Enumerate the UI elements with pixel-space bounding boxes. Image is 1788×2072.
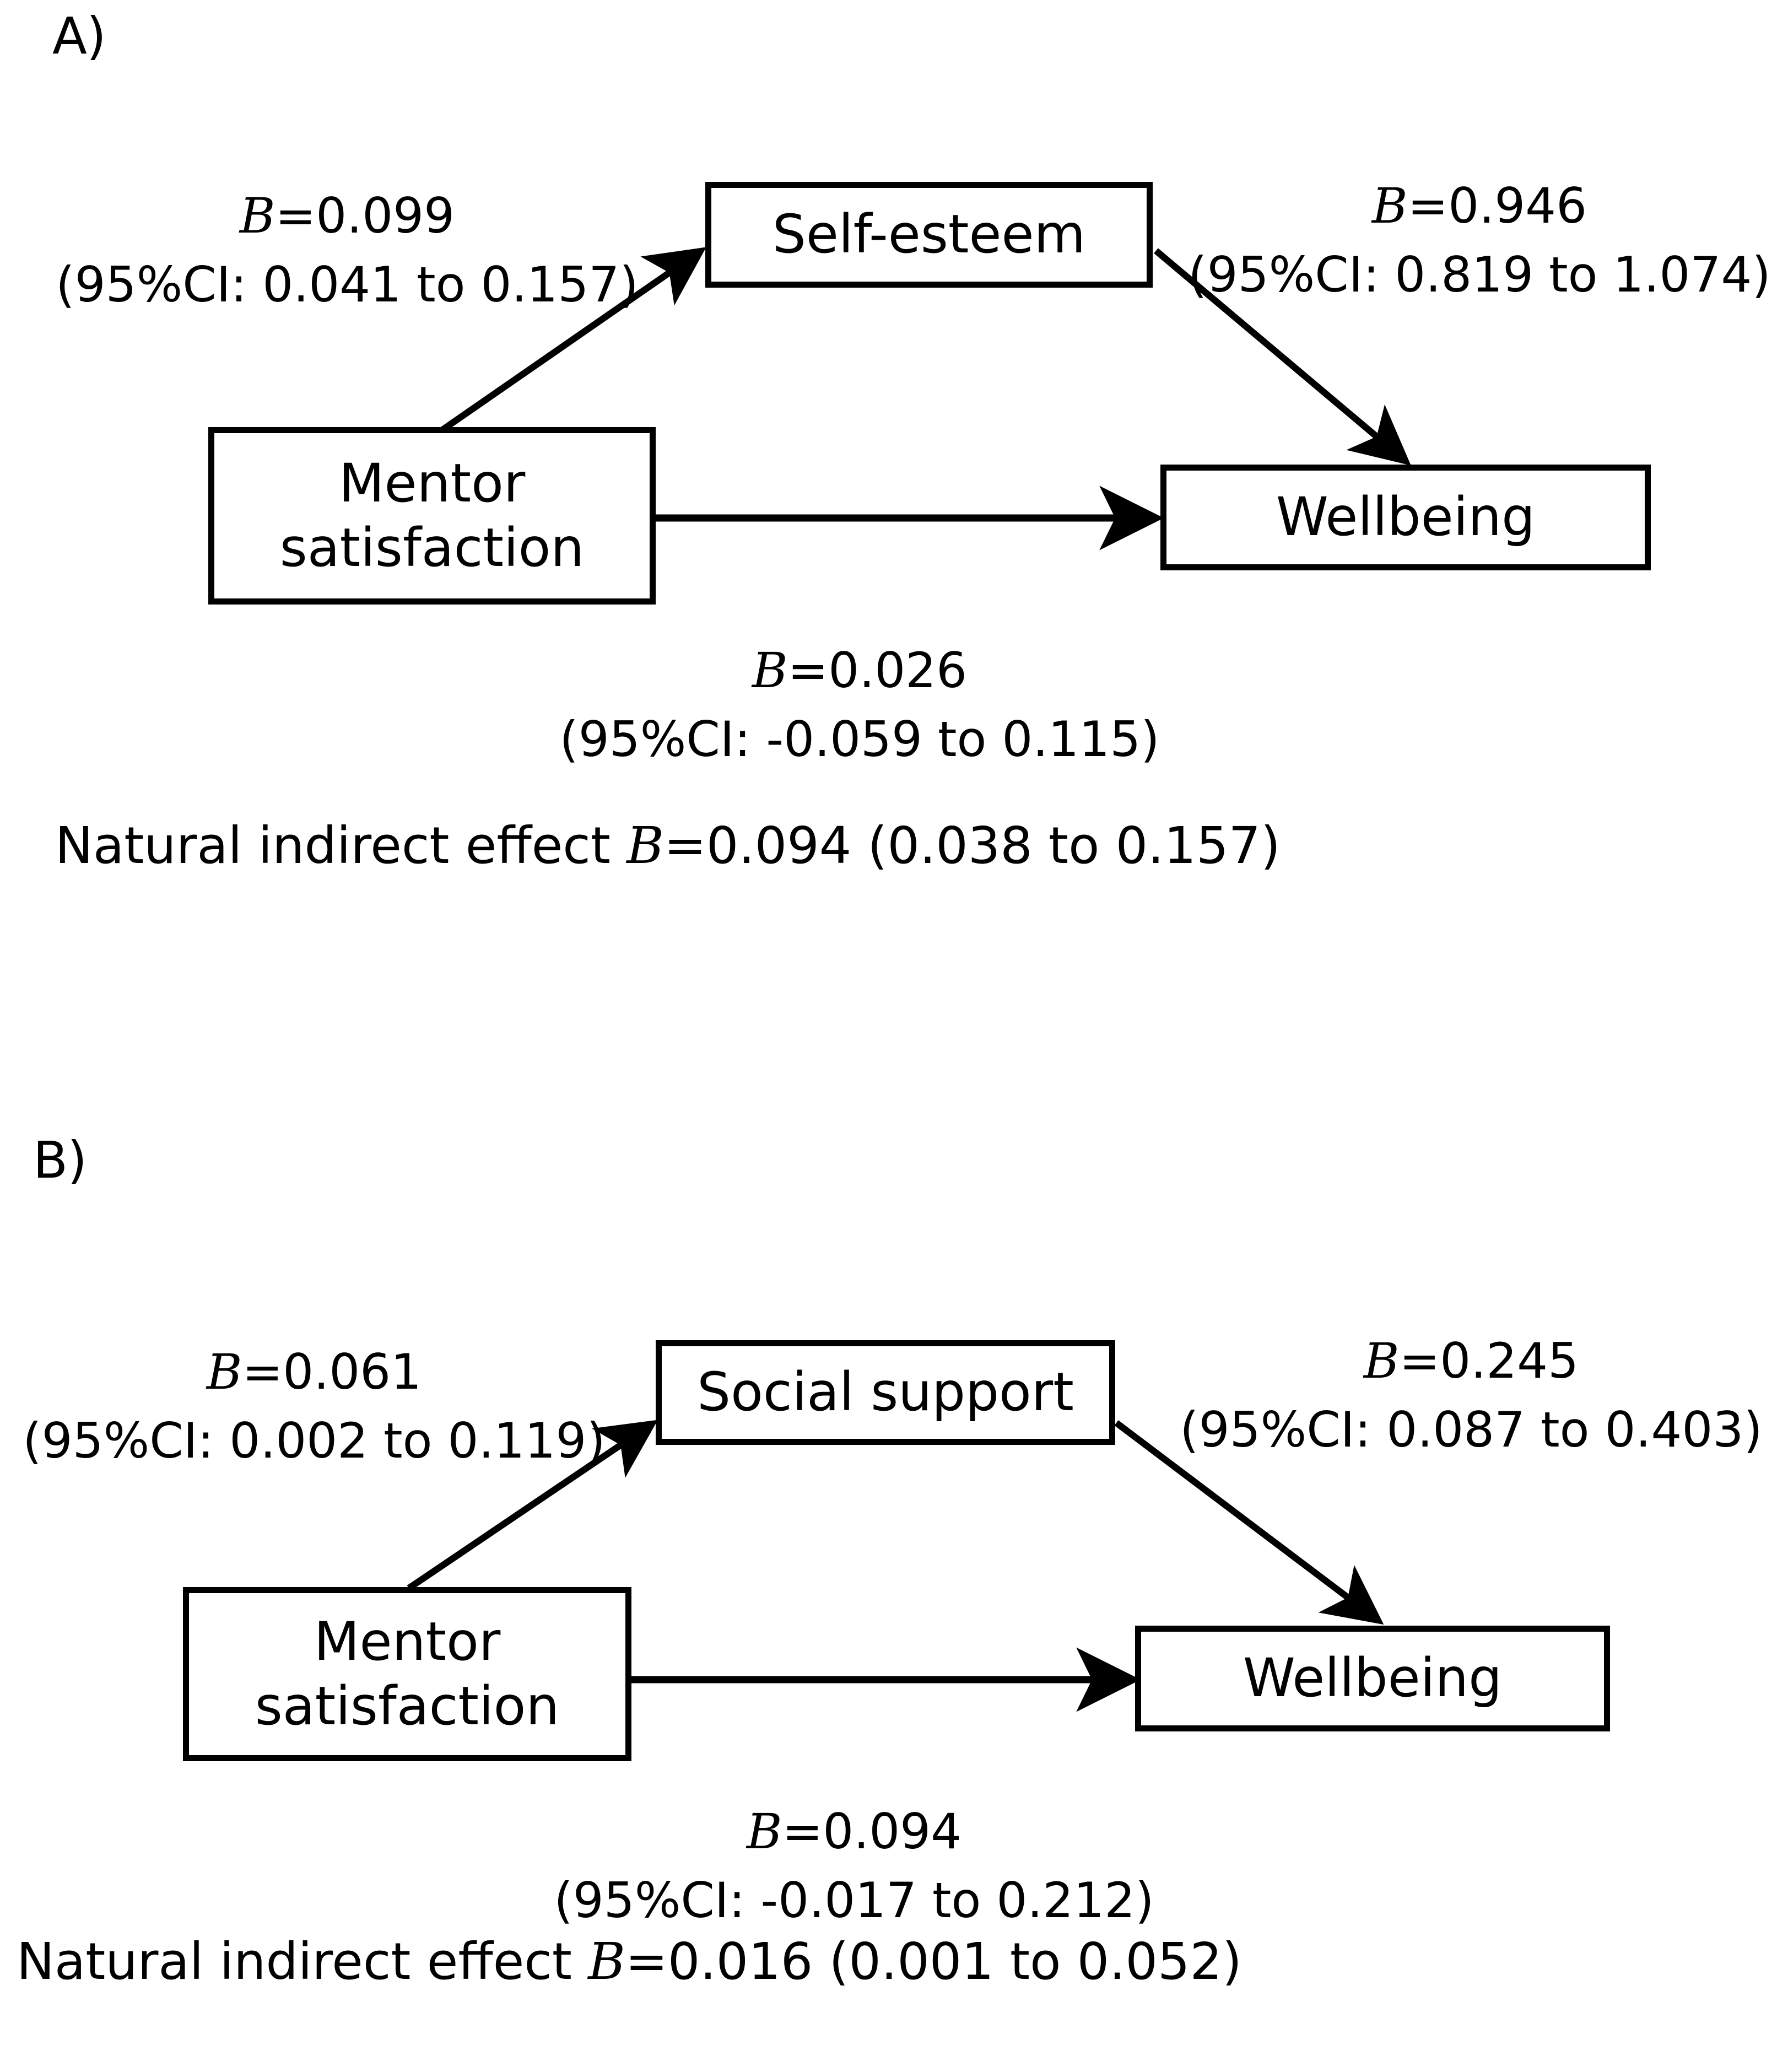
coef-a-path: B=0.099 (95%CI: 0.041 to 0.157)	[44, 182, 650, 320]
node-mediator-self-esteem[interactable]: Self-esteem	[705, 182, 1153, 288]
node-predictor-mentor-satisfaction[interactable]: Mentor satisfaction	[208, 427, 656, 605]
b-symbol: B	[1363, 1332, 1400, 1389]
coef-a-path-b: B=0.061	[207, 1343, 422, 1400]
node-outcome-label: Wellbeing	[1276, 486, 1536, 548]
b-symbol: B	[746, 1803, 782, 1860]
nie-a-value: =0.094 (0.038 to 0.157)	[663, 816, 1281, 875]
b-symbol: B	[206, 1343, 242, 1400]
node-predictor-label-line1: Mentor	[314, 1610, 501, 1672]
coef-b-path-value: =0.946	[1407, 177, 1587, 234]
coef-a-path-ci: (95%CI: 0.002 to 0.119)	[23, 1412, 606, 1469]
coef-direct-path-ci: (95%CI: -0.017 to 0.212)	[554, 1871, 1154, 1929]
panel-a-label: A)	[52, 7, 106, 66]
node-mediator-social-support[interactable]: Social support	[656, 1340, 1115, 1445]
node-outcome-wellbeing[interactable]: Wellbeing	[1135, 1626, 1610, 1731]
nie-b-prefix: Natural indirect effect	[17, 1932, 588, 1991]
node-predictor-label-line2: satisfaction	[255, 1675, 560, 1737]
coef-direct-path-value: =0.094	[782, 1803, 962, 1860]
node-predictor-mentor-satisfaction[interactable]: Mentor satisfaction	[183, 1587, 631, 1761]
coef-direct-path-value: =0.026	[787, 642, 968, 699]
panel-b-label: B)	[33, 1131, 87, 1190]
b-symbol: B	[239, 187, 276, 244]
coef-b-path-ci: (95%CI: 0.819 to 1.074)	[1188, 246, 1771, 303]
b-symbol: B	[752, 642, 788, 699]
natural-indirect-effect-a: Natural indirect effect B=0.094 (0.038 t…	[55, 816, 1281, 876]
coef-a-path-ci: (95%CI: 0.041 to 0.157)	[56, 256, 639, 313]
coef-b-path: B=0.245 (95%CI: 0.087 to 0.403)	[1163, 1327, 1780, 1465]
coef-a-path-value: =0.061	[242, 1343, 422, 1400]
node-outcome-label: Wellbeing	[1243, 1647, 1503, 1709]
node-predictor-label-line1: Mentor	[338, 452, 526, 514]
b-symbol: B	[1371, 177, 1408, 234]
nie-a-prefix: Natural indirect effect	[55, 816, 627, 875]
b-symbol: B	[626, 816, 664, 875]
node-outcome-wellbeing[interactable]: Wellbeing	[1160, 465, 1651, 570]
coef-b-path: B=0.946 (95%CI: 0.819 to 1.074)	[1174, 172, 1785, 310]
node-predictor-label-line2: satisfaction	[279, 517, 585, 579]
coef-direct-path-b: B=0.026	[752, 642, 967, 699]
natural-indirect-effect-b: Natural indirect effect B=0.016 (0.001 t…	[17, 1931, 1242, 1992]
coef-b-path-b: B=0.946	[1372, 177, 1587, 234]
b-symbol: B	[588, 1932, 625, 1991]
coef-b-path-ci: (95%CI: 0.087 to 0.403)	[1180, 1401, 1763, 1458]
coef-b-path-value: =0.245	[1399, 1332, 1579, 1389]
coef-a-path-value: =0.099	[275, 187, 455, 244]
panel-b: B) Social support Mentor satisfaction	[0, 1036, 1788, 2072]
node-mediator-label: Self-esteem	[772, 203, 1086, 266]
coef-direct-path: B=0.026 (95%CI: -0.059 to 0.115)	[557, 636, 1163, 774]
coef-a-path-b: B=0.099	[240, 187, 455, 244]
nie-b-value: =0.016 (0.001 to 0.052)	[625, 1932, 1242, 1991]
coef-direct-path: B=0.094 (95%CI: -0.017 to 0.212)	[551, 1798, 1157, 1935]
coef-direct-path-ci: (95%CI: -0.059 to 0.115)	[559, 710, 1160, 768]
coef-b-path-b: B=0.245	[1364, 1332, 1579, 1389]
coef-direct-path-b: B=0.094	[747, 1803, 961, 1860]
node-mediator-label: Social support	[697, 1361, 1074, 1423]
coef-a-path: B=0.061 (95%CI: 0.002 to 0.119)	[11, 1338, 617, 1476]
panel-a: A) Self-esteem Mentor satisfaction	[44, 7, 1785, 876]
